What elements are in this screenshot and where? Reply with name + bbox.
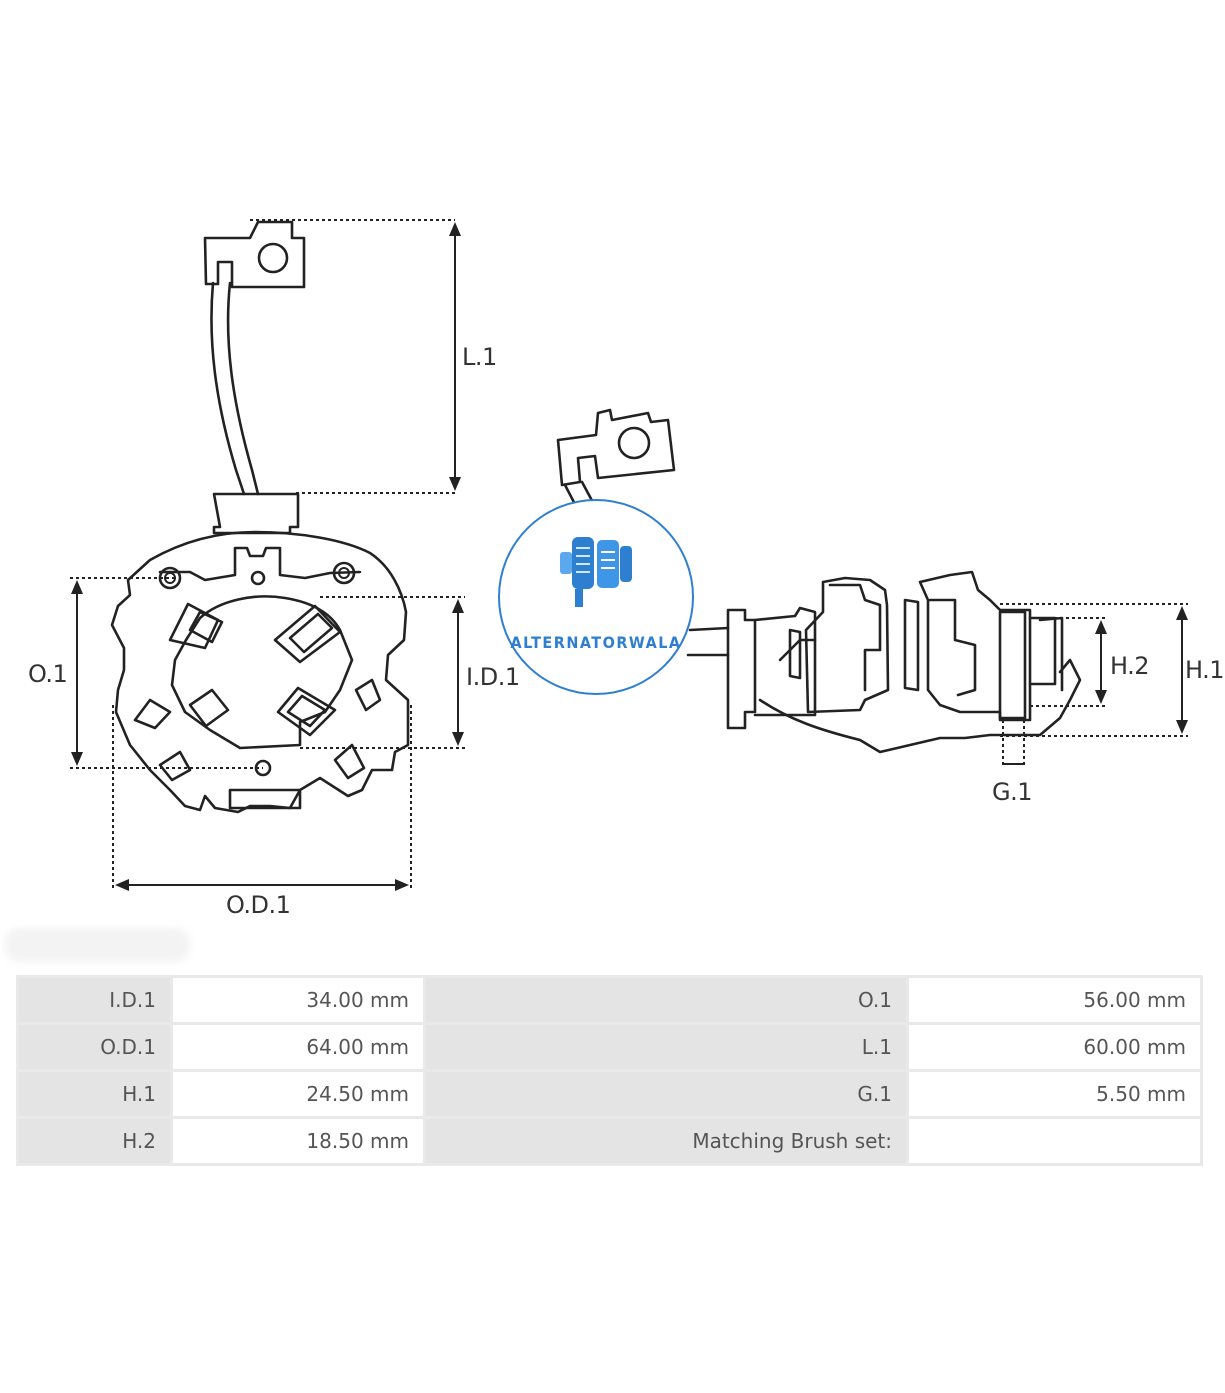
label-l1: L.1 <box>462 343 497 371</box>
table-row: O.D.1 64.00 mm L.1 60.00 mm <box>19 1025 1200 1069</box>
spec-key: I.D.1 <box>19 978 170 1022</box>
label-h1: H.1 <box>1185 656 1224 684</box>
brush-holder-front-view <box>70 219 465 891</box>
spec-key: L.1 <box>426 1025 906 1069</box>
spec-key: Matching Brush set: <box>426 1119 906 1163</box>
blurred-area <box>5 928 190 962</box>
label-g1: G.1 <box>992 778 1032 806</box>
label-od1: O.D.1 <box>226 891 290 919</box>
specification-table: I.D.1 34.00 mm O.1 56.00 mm O.D.1 64.00 … <box>16 975 1203 1166</box>
spec-value: 56.00 mm <box>909 978 1200 1022</box>
label-o1: O.1 <box>28 660 67 688</box>
brush-holder-side-view <box>556 408 1188 768</box>
spec-value <box>909 1119 1200 1163</box>
spec-key: H.2 <box>19 1119 170 1163</box>
spec-value: 5.50 mm <box>909 1072 1200 1116</box>
spec-value: 60.00 mm <box>909 1025 1200 1069</box>
spec-value: 18.50 mm <box>173 1119 423 1163</box>
spec-value: 24.50 mm <box>173 1072 423 1116</box>
spec-key: O.D.1 <box>19 1025 170 1069</box>
table-row: I.D.1 34.00 mm O.1 56.00 mm <box>19 978 1200 1022</box>
spec-key: H.1 <box>19 1072 170 1116</box>
spec-value: 64.00 mm <box>173 1025 423 1069</box>
alternatorwala-logo: ALTERNATORWALA <box>498 499 694 695</box>
label-h2: H.2 <box>1110 652 1149 680</box>
spec-key: G.1 <box>426 1072 906 1116</box>
spec-value: 34.00 mm <box>173 978 423 1022</box>
label-id1: I.D.1 <box>466 663 520 691</box>
table-row: H.2 18.50 mm Matching Brush set: <box>19 1119 1200 1163</box>
technical-drawing: L.1 O.1 I.D.1 O.D.1 <box>28 219 1225 919</box>
spec-key: O.1 <box>426 978 906 1022</box>
table-row: H.1 24.50 mm G.1 5.50 mm <box>19 1072 1200 1116</box>
alternator-icon <box>560 537 632 607</box>
logo-text: ALTERNATORWALA <box>510 633 681 652</box>
